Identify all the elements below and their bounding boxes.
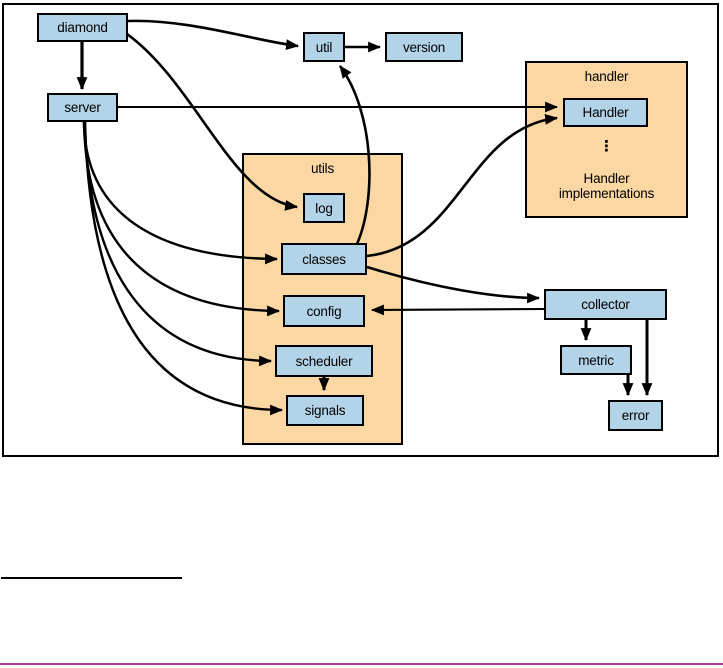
container-label-handler: handler	[584, 69, 629, 84]
node-label-server: server	[64, 100, 101, 115]
vertical-ellipsis: ⋮	[599, 138, 614, 155]
node-error: error	[608, 400, 663, 431]
node-handler-class: Handler	[563, 98, 648, 127]
node-label-util: util	[315, 39, 333, 55]
node-label-error: error	[621, 408, 650, 423]
node-label-signals: signals	[304, 403, 346, 418]
node-metric: metric	[560, 345, 632, 375]
node-label-scheduler: scheduler	[295, 353, 353, 369]
node-label-version: version	[402, 39, 446, 55]
node-util: util	[303, 32, 345, 62]
container-label-utils: utils	[310, 161, 334, 176]
node-classes: classes	[281, 243, 367, 275]
node-server: server	[47, 93, 118, 122]
node-config: config	[283, 295, 365, 327]
node-label-metric: metric	[578, 352, 614, 368]
node-version: version	[385, 32, 463, 62]
page-bottom-rule	[0, 663, 723, 665]
footnote-rule	[1, 577, 182, 579]
node-label-config: config	[306, 303, 342, 319]
node-collector: collector	[544, 289, 667, 320]
node-label-handler-class: Handler	[582, 105, 629, 120]
node-label-classes: classes	[302, 251, 346, 267]
node-label-collector: collector	[581, 297, 630, 312]
caption-line: implementations	[558, 186, 655, 201]
caption-line: Handler	[583, 171, 630, 186]
node-label-diamond: diamond	[57, 20, 108, 35]
node-signals: signals	[286, 395, 364, 426]
node-label-log: log	[315, 200, 333, 216]
node-log: log	[303, 193, 345, 223]
node-scheduler: scheduler	[275, 345, 373, 377]
node-diamond: diamond	[37, 13, 128, 42]
